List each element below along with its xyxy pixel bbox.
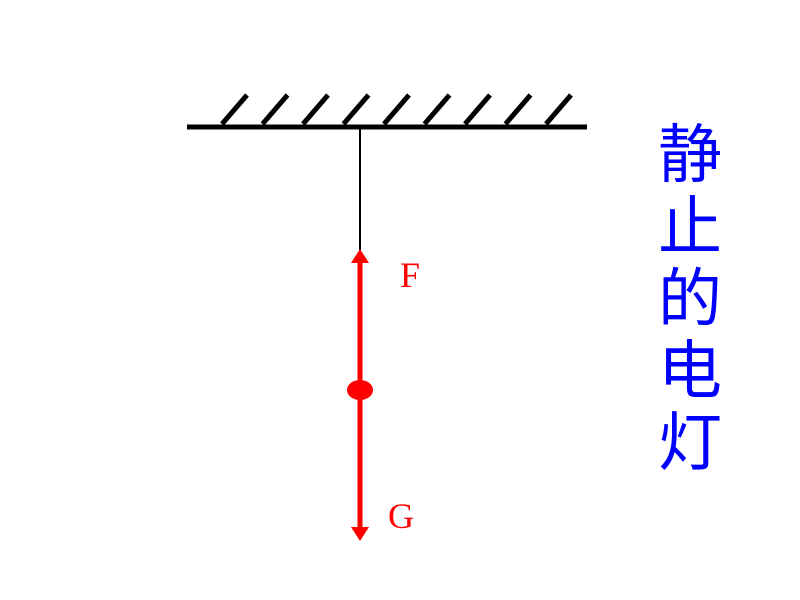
hatch-mark <box>422 93 452 126</box>
hatch-mark <box>382 93 411 126</box>
title-char: 静 <box>658 119 722 193</box>
title-char: 止 <box>658 191 722 265</box>
hatch-mark <box>544 93 573 126</box>
lamp-point <box>347 380 373 400</box>
upward-force-label: F <box>400 255 420 295</box>
title-char: 电 <box>658 335 722 409</box>
hatch-mark <box>220 93 249 126</box>
vertical-title: 静 止 的 电 灯 <box>650 120 730 480</box>
hatch-mark <box>341 93 371 126</box>
downward-force-label: G <box>388 496 414 536</box>
title-char: 灯 <box>658 407 722 481</box>
hatch-mark <box>260 93 290 126</box>
hatch-mark <box>503 93 533 126</box>
hatch-mark <box>463 93 492 126</box>
ceiling-hatching <box>220 93 573 126</box>
hatch-mark <box>301 93 330 126</box>
title-char: 的 <box>658 263 722 337</box>
